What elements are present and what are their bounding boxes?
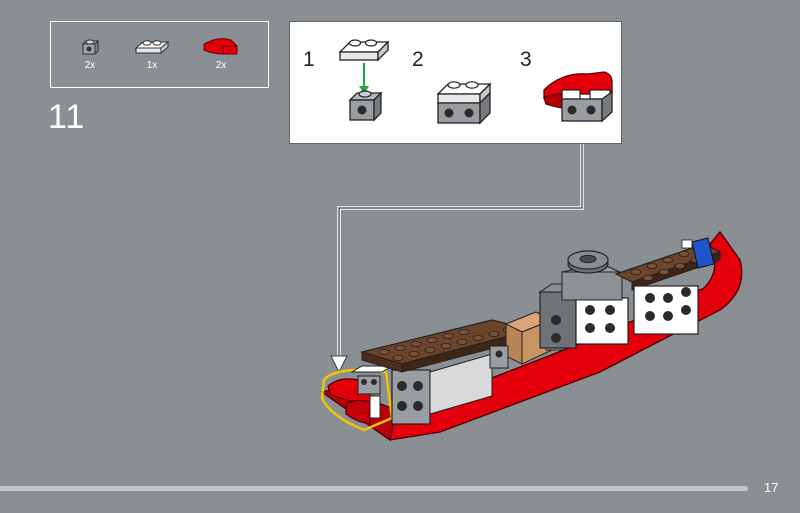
connector-arrowhead	[330, 355, 348, 374]
part-item-1: 2x	[79, 36, 101, 71]
part-qty-1: 2x	[84, 60, 96, 71]
part-qty-3: 2x	[215, 60, 227, 71]
gray-round-brick-icon	[81, 39, 100, 56]
substep-label-3: 3	[520, 48, 532, 71]
white-plate-1x2-icon	[134, 40, 170, 55]
red-slope-on-brick-icon	[543, 71, 613, 123]
plate-onto-brick-icon	[338, 39, 390, 122]
part-item-2: 1x	[133, 36, 171, 71]
subassembly-callout: 1 2 3	[289, 21, 622, 144]
progress-bar	[0, 486, 748, 491]
parts-list: 2x 1x 2x	[50, 21, 269, 88]
boat-model-illustration	[320, 144, 743, 442]
substep-label-2: 2	[412, 48, 424, 71]
part-item-3: 2x	[201, 36, 241, 71]
page-number: 17	[764, 480, 779, 495]
white-plate-on-brick-icon	[436, 81, 492, 125]
part-qty-2: 1x	[146, 60, 158, 71]
step-number: 11	[48, 98, 86, 136]
substep-label-1: 1	[303, 48, 315, 71]
red-curved-slope-icon	[203, 38, 238, 55]
